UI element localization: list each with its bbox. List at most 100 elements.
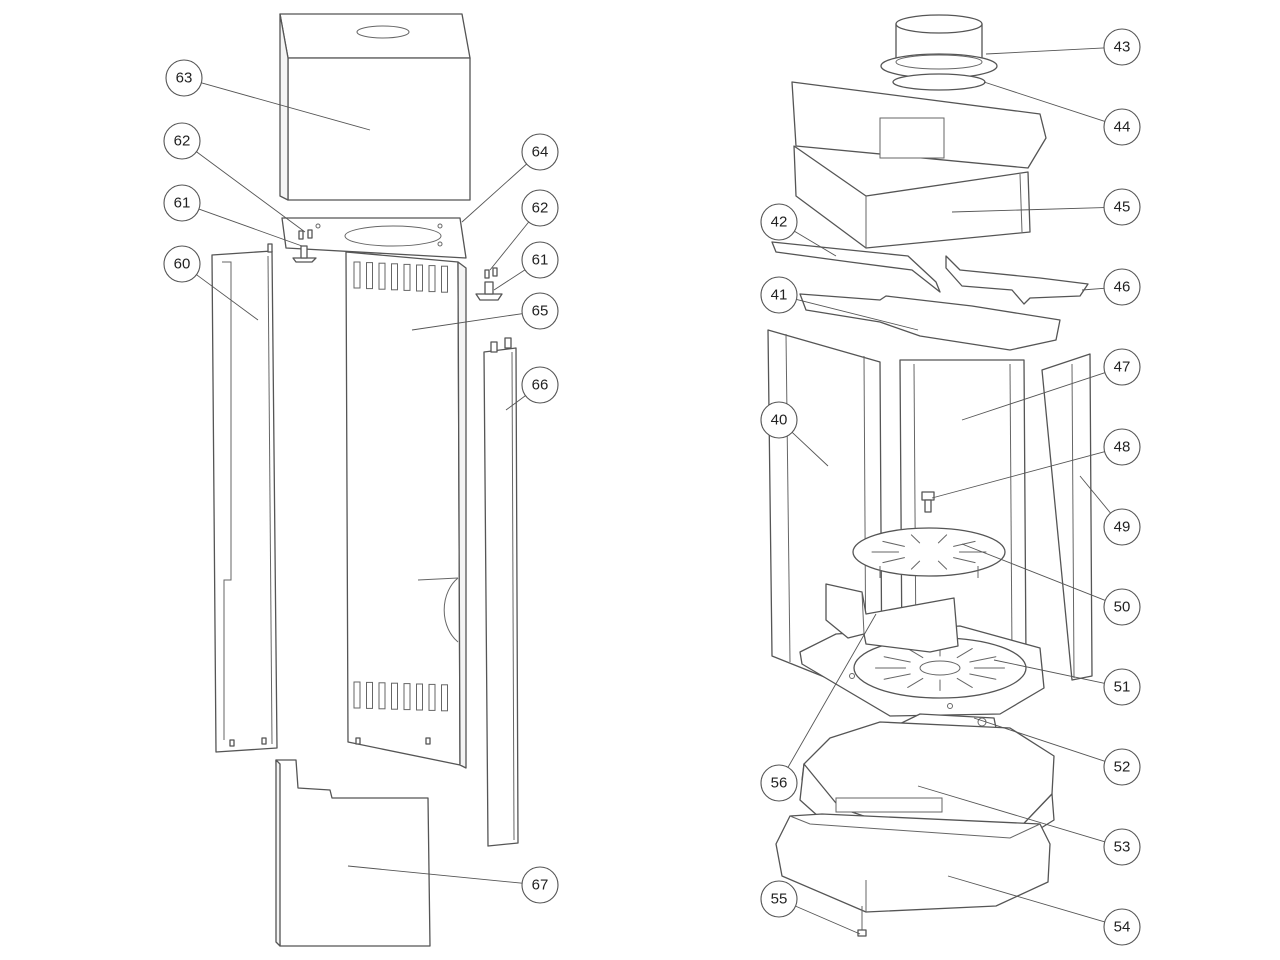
part-41-main-baffle	[799, 293, 1061, 351]
callout-leader-line	[961, 372, 1106, 421]
part-42-baffle-plate	[771, 241, 941, 293]
callout-label: 43	[1114, 39, 1131, 56]
callout-53: 53	[917, 785, 1141, 866]
callout-leader-line	[493, 269, 526, 291]
callout-label: 65	[532, 303, 549, 320]
callout-leader-line	[461, 163, 527, 223]
callout-leader-line	[1081, 287, 1105, 291]
callout-label: 51	[1114, 679, 1131, 696]
vent-slot	[403, 263, 411, 291]
callout-43: 43	[985, 28, 1141, 66]
vent-slot	[391, 263, 398, 291]
callout-label: 48	[1114, 439, 1131, 456]
part-62-screws-right	[484, 267, 498, 279]
callout-circle	[521, 133, 559, 171]
callout-leader-line	[917, 785, 1105, 843]
vent-slot	[378, 682, 386, 710]
callout-circle	[1103, 428, 1141, 466]
callout-64: 64	[461, 133, 559, 223]
vent-slot	[366, 681, 373, 709]
callout-circle	[1103, 28, 1141, 66]
callout-52: 52	[973, 717, 1141, 786]
callout-leader-line	[947, 875, 1105, 923]
part-46-baffle-plate	[945, 255, 1089, 305]
callout-label: 42	[771, 214, 788, 231]
callout-leader-line	[196, 151, 306, 233]
part-49-side-brick	[1041, 353, 1093, 681]
callout-67: 67	[347, 865, 559, 904]
callout-circle	[760, 203, 798, 241]
part-62-screws-left	[298, 229, 313, 240]
part-67-bottom-panel	[275, 759, 431, 947]
callout-circle	[1103, 828, 1141, 866]
callout-label: 56	[771, 775, 788, 792]
vent-slot	[416, 683, 423, 711]
callout-46: 46	[1081, 268, 1141, 306]
callout-62a: 62	[163, 122, 306, 233]
callout-circle	[165, 59, 203, 97]
callout-leader-line	[951, 207, 1105, 213]
callout-leader-line	[973, 717, 1106, 762]
callout-label: 55	[771, 891, 788, 908]
callout-60: 60	[163, 245, 259, 321]
callout-label: 66	[532, 377, 549, 394]
callout-label: 54	[1114, 919, 1131, 936]
part-66-corner-post	[483, 337, 519, 847]
callout-circle	[163, 184, 201, 222]
part-63-top-cover	[279, 13, 471, 201]
callout-label: 41	[771, 287, 788, 304]
callout-label: 49	[1114, 519, 1131, 536]
callout-leader-line	[795, 905, 861, 935]
vent-slot	[441, 684, 448, 712]
callout-45: 45	[951, 188, 1141, 226]
callout-circle	[521, 292, 559, 330]
callout-63: 63	[165, 59, 371, 131]
callout-55: 55	[760, 880, 861, 935]
callout-circle	[1103, 348, 1141, 386]
part-61-clip-right	[475, 281, 503, 301]
grate-slot	[953, 557, 976, 564]
callout-50: 50	[961, 543, 1141, 626]
callout-leader-line	[985, 47, 1105, 55]
vent-slot	[366, 262, 373, 290]
callout-label: 67	[532, 877, 549, 894]
vent-slot	[441, 265, 448, 293]
callout-label: 44	[1114, 119, 1131, 136]
callout-49: 49	[1079, 475, 1141, 546]
grate-slot	[883, 656, 911, 663]
grate-slot	[937, 534, 948, 544]
callout-circle	[760, 880, 798, 918]
callout-label: 52	[1114, 759, 1131, 776]
callout-circle	[1103, 108, 1141, 146]
grate-slot	[956, 648, 973, 659]
callout-circle	[760, 401, 798, 439]
callout-circle	[521, 189, 559, 227]
callout-label: 40	[771, 412, 788, 429]
vent-slot	[353, 261, 361, 289]
grate-slot	[883, 673, 911, 680]
part-60-side-panel	[211, 243, 278, 753]
part-56-deflector	[825, 583, 959, 653]
callout-circle	[1103, 508, 1141, 546]
part-44-gasket	[892, 73, 986, 91]
callout-circle	[1103, 188, 1141, 226]
part-65-back-panel	[345, 251, 467, 769]
callout-leader-line	[347, 865, 523, 884]
callout-48: 48	[931, 428, 1141, 499]
vent-slot	[378, 262, 386, 290]
grate-slot	[907, 677, 924, 688]
grate-slot	[910, 560, 921, 570]
callout-label: 50	[1114, 599, 1131, 616]
callout-61b: 61	[493, 241, 559, 291]
callout-leader-line	[489, 221, 530, 271]
callout-leader-line	[787, 613, 877, 768]
callout-leader-line	[794, 230, 837, 257]
part-64-top-plate	[281, 217, 467, 259]
callout-circle	[163, 245, 201, 283]
grate-slot	[953, 540, 976, 547]
callout-circle	[1103, 908, 1141, 946]
part-50-grate	[852, 527, 1006, 578]
callout-label: 53	[1114, 839, 1131, 856]
callout-56: 56	[760, 613, 877, 802]
